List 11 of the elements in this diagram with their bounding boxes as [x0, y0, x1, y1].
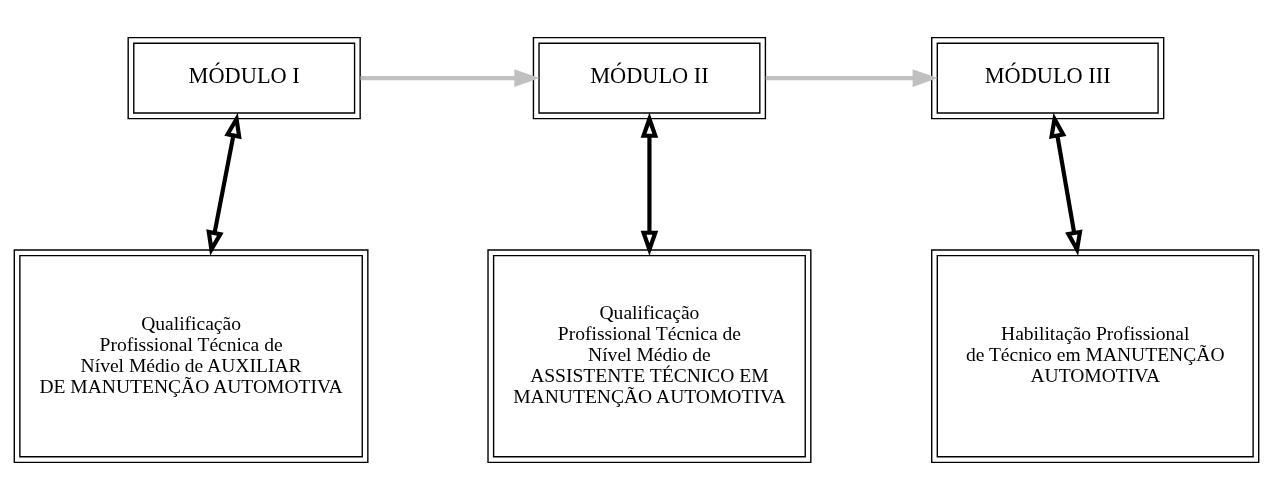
node-box: MÓDULO III: [931, 36, 1165, 119]
arrow: [1049, 112, 1083, 256]
node-box: MÓDULO II: [532, 36, 767, 119]
node-box: Qualificação Profissional Técnica de Nível Médio de ASSISTENTE TÉCNICO EM MANUTENÇÃO AUTOMOTIVA: [487, 248, 812, 463]
arrow: [360, 68, 540, 87]
node-box: Qualificação Profissional Técnica de Nível Médio de AUXILIAR DE MANUTENÇÃO AUTOMOTIVA: [13, 248, 369, 463]
arrow: [206, 112, 242, 256]
arrow: [640, 112, 659, 256]
arrow: [765, 68, 938, 87]
node-box: MÓDULO I: [127, 36, 361, 119]
node-box: Habilitação Profissional de Técnico em MANUTENÇÃO AUTOMOTIVA: [931, 248, 1260, 463]
